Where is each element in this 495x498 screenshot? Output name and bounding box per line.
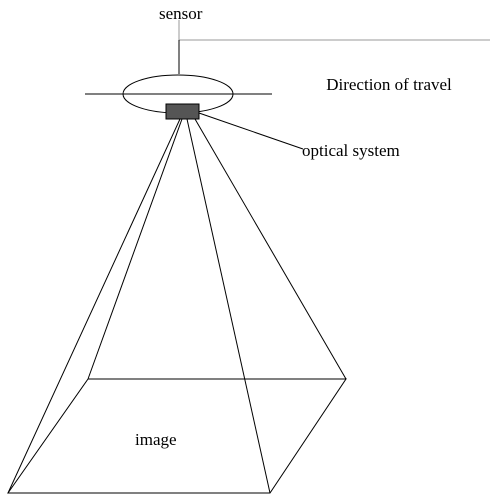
- ray-bottom-right: [186, 118, 271, 494]
- optical-system-label: optical system: [302, 141, 400, 160]
- image-label: image: [135, 430, 177, 449]
- ray-far-right: [194, 118, 347, 380]
- optical-system-box: [165, 103, 200, 120]
- ray-bottom-left: [7, 118, 181, 494]
- travel-direction-line: [178, 20, 490, 41]
- sensor-label: sensor: [159, 4, 203, 23]
- direction-of-travel-label: Direction of travel: [326, 75, 452, 94]
- ray-far-left: [87, 118, 183, 380]
- image-footprint: [7, 378, 347, 494]
- optical-system-leader: [198, 112, 304, 150]
